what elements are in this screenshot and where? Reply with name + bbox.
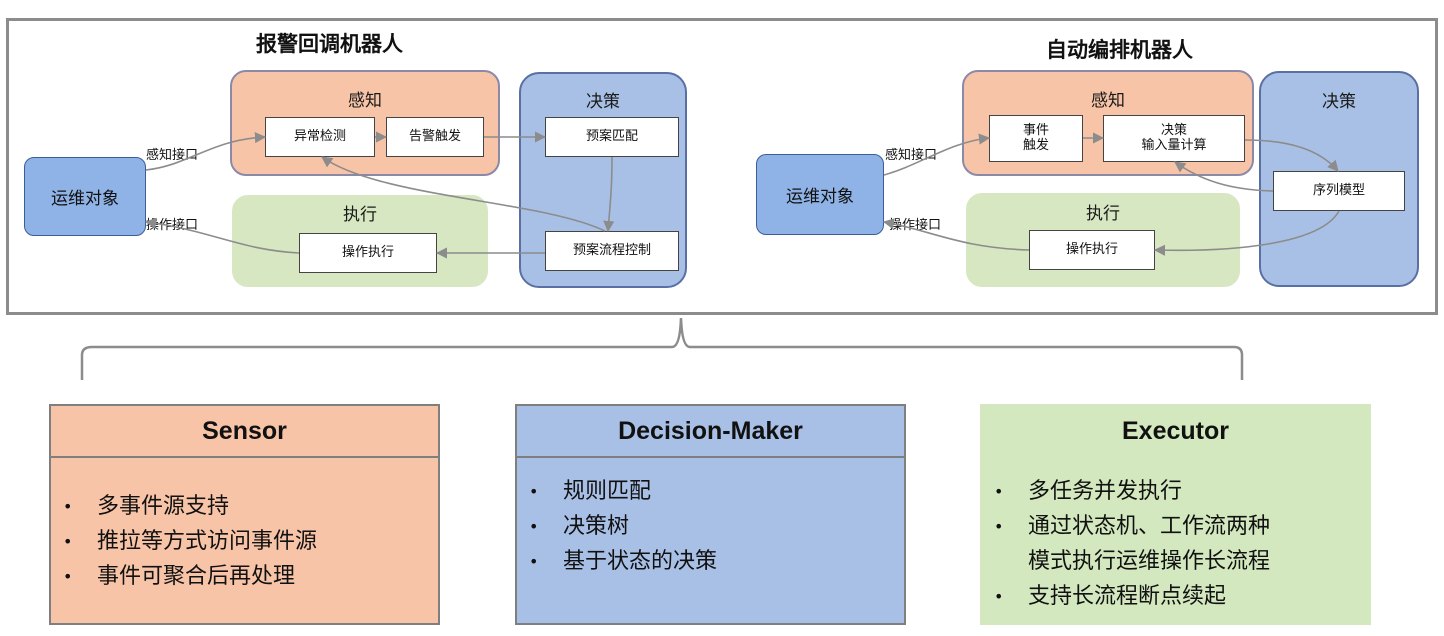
bullet-icon: • bbox=[529, 552, 539, 571]
executor-panel-title: Executor bbox=[982, 406, 1369, 458]
sensor-feature-item: •多事件源支持 bbox=[51, 489, 438, 524]
bullet-icon: • bbox=[529, 517, 539, 536]
right-decision-label: 决策 bbox=[1322, 92, 1356, 112]
right-edge-input-to-seq bbox=[1244, 139, 1339, 172]
left-edge-flow-to-anomaly bbox=[321, 156, 606, 232]
decision-feature-list: •规则匹配 •决策树 •基于状态的决策 bbox=[517, 474, 904, 579]
left-decision-label: 决策 bbox=[586, 92, 620, 112]
bullet-icon: • bbox=[994, 587, 1004, 606]
brace bbox=[80, 317, 1244, 380]
sensor-feature-item: •事件可聚合后再处理 bbox=[51, 559, 438, 594]
decision-feature-item: •规则匹配 bbox=[517, 474, 904, 509]
executor-feature-list: •多任务并发执行 •通过状态机、工作流两种 •模式执行运维操作长流程 •支持长流… bbox=[982, 474, 1369, 614]
right-edge-target-to-event bbox=[883, 133, 991, 176]
left-ops-target: 运维对象 bbox=[24, 157, 146, 236]
executor-feature-item: •通过状态机、工作流两种 bbox=[982, 509, 1369, 544]
left-sense-label: 感知 bbox=[348, 91, 382, 111]
bullet-icon: • bbox=[63, 567, 73, 586]
right-edge-seq-to-exec bbox=[1153, 210, 1340, 256]
sensor-panel-title: Sensor bbox=[51, 406, 438, 458]
left-node-plan-match: 预案匹配 bbox=[545, 117, 679, 157]
right-node-op-exec: 操作执行 bbox=[1029, 230, 1155, 270]
executor-feature-item: •多任务并发执行 bbox=[982, 474, 1369, 509]
left-node-op-exec: 操作执行 bbox=[299, 233, 437, 273]
right-op-interface-label: 操作接口 bbox=[889, 218, 942, 233]
left-node-alarm-trigger: 告警触发 bbox=[386, 117, 484, 157]
bullet-icon: • bbox=[994, 517, 1004, 536]
sensor-panel: Sensor •多事件源支持 •推拉等方式访问事件源 •事件可聚合后再处理 bbox=[49, 404, 440, 625]
executor-feature-item: •支持长流程断点续起 bbox=[982, 579, 1369, 614]
right-node-sequence-model: 序列模型 bbox=[1273, 171, 1405, 211]
bullet-icon: • bbox=[63, 532, 73, 551]
right-robot-title: 自动编排机器人 bbox=[1046, 38, 1193, 62]
left-edge-match-to-flow bbox=[603, 156, 615, 233]
decision-feature-item: •基于状态的决策 bbox=[517, 544, 904, 579]
left-edge-target-to-anomaly bbox=[145, 131, 267, 171]
decision-maker-panel: Decision-Maker •规则匹配 •决策树 •基于状态的决策 bbox=[515, 404, 906, 625]
left-node-anomaly-detect: 异常检测 bbox=[265, 117, 375, 157]
left-node-plan-flow-control: 预案流程控制 bbox=[545, 231, 679, 271]
right-node-event-trigger: 事件 触发 bbox=[989, 115, 1083, 162]
right-exec-label: 执行 bbox=[1086, 204, 1120, 224]
sensor-feature-item: •推拉等方式访问事件源 bbox=[51, 524, 438, 559]
bullet-icon: • bbox=[529, 482, 539, 501]
sensor-feature-list: •多事件源支持 •推拉等方式访问事件源 •事件可聚合后再处理 bbox=[51, 489, 438, 594]
left-exec-label: 执行 bbox=[343, 205, 377, 225]
right-edge-seq-to-input bbox=[1174, 161, 1274, 192]
executor-panel: Executor •多任务并发执行 •通过状态机、工作流两种 •模式执行运维操作… bbox=[980, 404, 1371, 625]
right-edge-exec-to-target bbox=[882, 218, 1030, 251]
left-edge-exec-to-target bbox=[144, 217, 300, 254]
right-sense-label: 感知 bbox=[1091, 91, 1125, 111]
right-node-decision-input: 决策 输入量计算 bbox=[1103, 115, 1245, 162]
bullet-icon: • bbox=[994, 482, 1004, 501]
executor-feature-item: •模式执行运维操作长流程 bbox=[1028, 549, 1271, 574]
decision-feature-item: •决策树 bbox=[517, 509, 904, 544]
right-ops-target: 运维对象 bbox=[756, 154, 884, 235]
bullet-icon: • bbox=[63, 497, 73, 516]
left-robot-title: 报警回调机器人 bbox=[256, 32, 403, 56]
decision-maker-panel-title: Decision-Maker bbox=[517, 406, 904, 458]
